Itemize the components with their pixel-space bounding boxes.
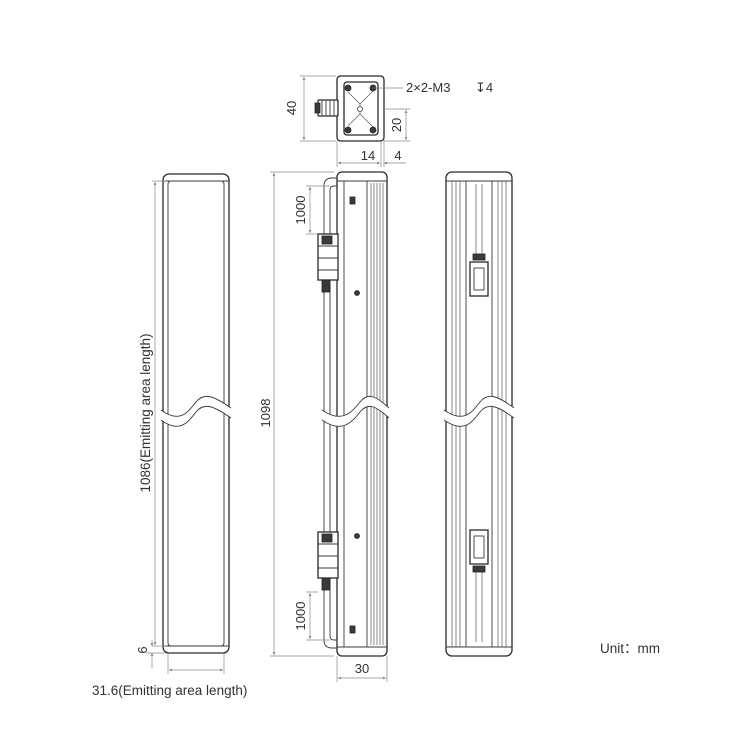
offset-dim: 20	[389, 118, 404, 132]
side-view: 1098 1000 1000 30	[258, 171, 390, 682]
bracket-bottom-dim: 1000	[293, 602, 308, 631]
break-symbol	[321, 395, 390, 417]
side-extrusion-outline	[336, 171, 388, 657]
end-margin-dim: 6	[135, 646, 150, 653]
mount-hole-icon	[344, 126, 352, 134]
emitting-face-outline	[162, 173, 230, 654]
bracket-top-dim: 1000	[293, 196, 308, 225]
break-symbol	[443, 395, 515, 417]
width-dim-14: 14	[361, 148, 375, 163]
depth-symbol: ↧4	[475, 80, 493, 95]
emitting-length-label: 1086(Emitting area length)	[138, 333, 153, 492]
mount-hole-icon	[369, 126, 377, 134]
emitting-width-label: 31.6(Emitting area length)	[92, 683, 247, 698]
total-length-dim: 1098	[258, 399, 273, 428]
width-dim-4: 4	[394, 148, 401, 163]
front-view: 1086(Emitting area length) 6 31.6(Emitti…	[92, 173, 247, 698]
back-top-connector	[469, 261, 489, 297]
top-view: 40 2×2-M3 ↧4 20 14 4	[284, 75, 493, 167]
screw-icon	[354, 290, 360, 296]
top-height-dim: 40	[284, 101, 299, 115]
back-view	[443, 171, 515, 657]
cable-connector	[317, 99, 339, 117]
unit-label: Unit：mm	[600, 641, 660, 656]
mount-hole-icon	[344, 84, 352, 92]
hole-callout: 2×2-M3	[406, 80, 450, 95]
screw-icon	[354, 533, 360, 539]
side-width-dim: 30	[355, 661, 369, 676]
back-bottom-connector	[469, 529, 489, 565]
